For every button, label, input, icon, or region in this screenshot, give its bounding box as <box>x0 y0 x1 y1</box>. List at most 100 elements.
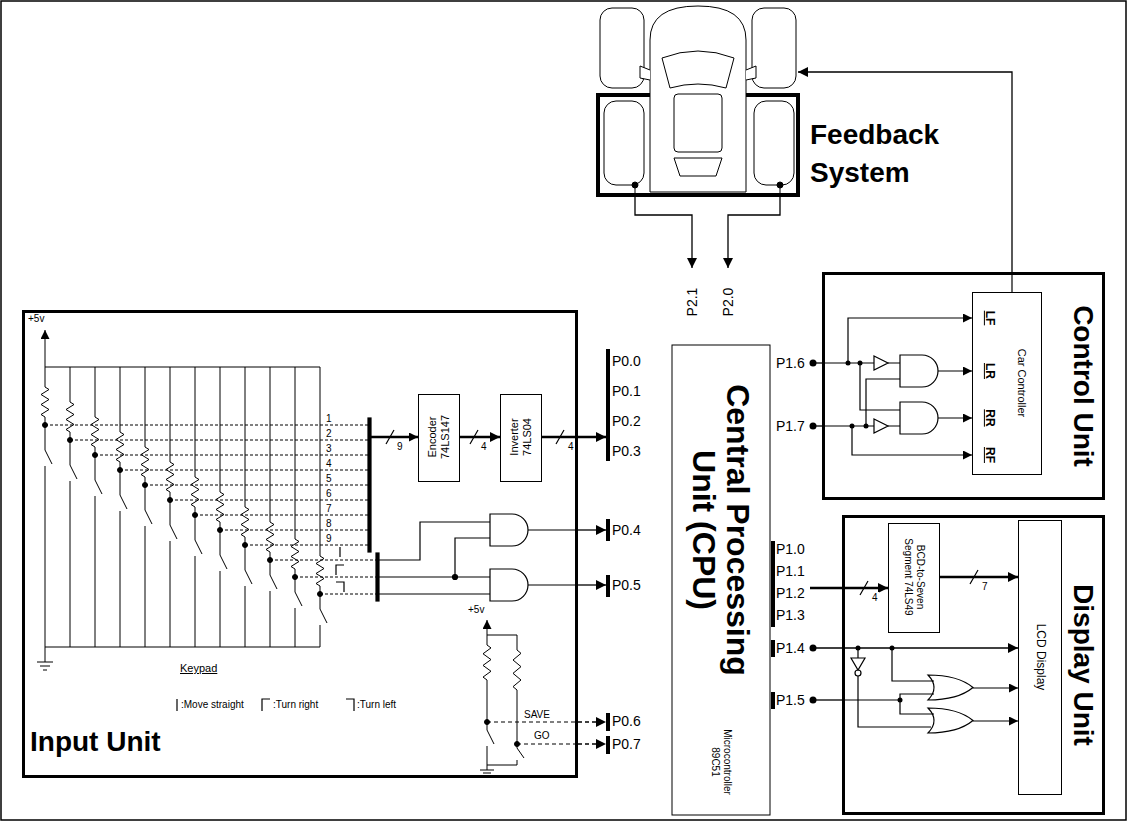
display-logic <box>842 694 934 714</box>
cpu-chip <box>672 345 770 815</box>
bus-width: 4 <box>871 592 879 604</box>
pin-label: P1.4 <box>776 640 805 656</box>
display-logic <box>856 646 903 703</box>
pin-label: P1.0 <box>776 541 805 557</box>
port-bar <box>606 519 610 541</box>
control-logic <box>938 370 972 371</box>
display-logic <box>892 648 934 681</box>
bus-width: 7 <box>981 581 989 593</box>
keypad-circuit <box>270 552 271 575</box>
keypad-circuit <box>145 485 368 486</box>
keypad-circuit <box>37 647 53 670</box>
control-logic <box>864 424 869 429</box>
keypad-circuit <box>268 558 273 563</box>
key-number: 7 <box>326 503 332 515</box>
keypad-circuit <box>70 440 368 441</box>
keypad-circuit <box>45 647 320 648</box>
car-illustration <box>598 6 798 195</box>
keypad-circuit <box>517 690 518 748</box>
pin-label: P1.1 <box>776 563 805 579</box>
input-logic <box>379 522 490 560</box>
keypad-circuit <box>170 367 171 462</box>
chip-label: Microcontroller 89C51 <box>710 717 733 807</box>
keypad-circuit <box>195 367 196 477</box>
unit-title: Input Unit <box>30 726 230 758</box>
keypad-circuit <box>120 495 127 509</box>
signal-wire <box>798 72 1012 272</box>
keypad-circuit <box>487 746 488 765</box>
port-bar <box>606 713 610 731</box>
keypad-circuit <box>170 492 171 525</box>
control-logic <box>866 379 900 426</box>
keypad-circuit <box>120 511 121 647</box>
keypad-circuit <box>318 592 323 597</box>
button-label: SAVE <box>524 709 550 721</box>
display-logic <box>973 687 1018 688</box>
key-number: 9 <box>326 533 332 545</box>
input-logic <box>379 593 490 594</box>
keypad-circuit <box>320 609 327 623</box>
control-logic <box>846 361 869 429</box>
pin-label: P0.7 <box>612 736 641 752</box>
keypad-circuit <box>487 635 517 636</box>
keypad-circuit <box>216 492 224 522</box>
legend-symbol <box>346 699 354 711</box>
keypad-circuit <box>116 432 124 462</box>
port-bar <box>771 541 775 627</box>
input-logic <box>376 553 379 601</box>
keypad-circuit <box>513 650 521 690</box>
block-label: Car Controller <box>1016 298 1029 468</box>
keypad-circuit <box>195 507 196 540</box>
keypad-circuit <box>145 510 152 524</box>
unit-title: Display Unit <box>1067 520 1099 810</box>
keypad-circuit <box>320 367 321 556</box>
keypad-circuit <box>145 367 146 447</box>
output-label: RF <box>982 447 996 463</box>
port-bar <box>606 349 817 754</box>
keypad-circuit <box>145 477 146 510</box>
control-logic <box>1011 272 1012 292</box>
keypad-circuit <box>95 496 96 647</box>
input-logic <box>487 722 578 744</box>
encoder-chip: Encoder 74LS147 <box>418 394 460 482</box>
keypad-circuit <box>270 591 271 647</box>
keypad-circuit <box>37 330 524 773</box>
display-logic <box>973 720 1018 721</box>
pin-label: P2.0 <box>720 288 736 317</box>
keypad-label: Keypad <box>180 662 217 675</box>
port-bar <box>606 575 610 597</box>
keypad-circuit <box>245 570 252 584</box>
display-logic <box>928 708 973 733</box>
control-logic <box>874 419 888 433</box>
port-bar <box>606 736 610 754</box>
keypad-circuit <box>120 367 121 432</box>
keypad-circuit <box>316 556 324 586</box>
keypad-circuit <box>517 748 524 758</box>
chip-label: Encoder 74LS147 <box>426 398 451 476</box>
keypad-circuit <box>487 635 488 645</box>
legend-symbol <box>177 699 354 711</box>
input-logic <box>528 530 578 585</box>
keypad-circuit <box>295 367 296 539</box>
legend-text: :Move straight <box>181 699 244 711</box>
input-logic <box>336 565 344 575</box>
display-logic <box>858 676 931 727</box>
keypad-circuit <box>118 468 123 473</box>
car-illustration <box>650 6 746 192</box>
pin-label: P0.5 <box>612 577 641 593</box>
legend-text: :Turn right <box>273 699 318 711</box>
keypad-circuit <box>193 513 198 518</box>
keypad-circuit <box>120 462 121 495</box>
keypad-circuit <box>195 515 368 516</box>
car-illustration <box>746 66 756 80</box>
display-unit-box: BCD-to-Seven Segment 74LS49LCD DisplayDi… <box>842 515 1105 815</box>
keypad-circuit <box>293 575 298 580</box>
feedback-system: Feedback System <box>598 5 798 195</box>
keypad-circuit <box>70 465 77 479</box>
key-number: 3 <box>326 443 332 455</box>
input-logic <box>490 569 528 601</box>
keypad-circuit <box>68 438 73 443</box>
keypad-circuit <box>93 453 98 458</box>
pin-label: P0.1 <box>612 383 641 399</box>
